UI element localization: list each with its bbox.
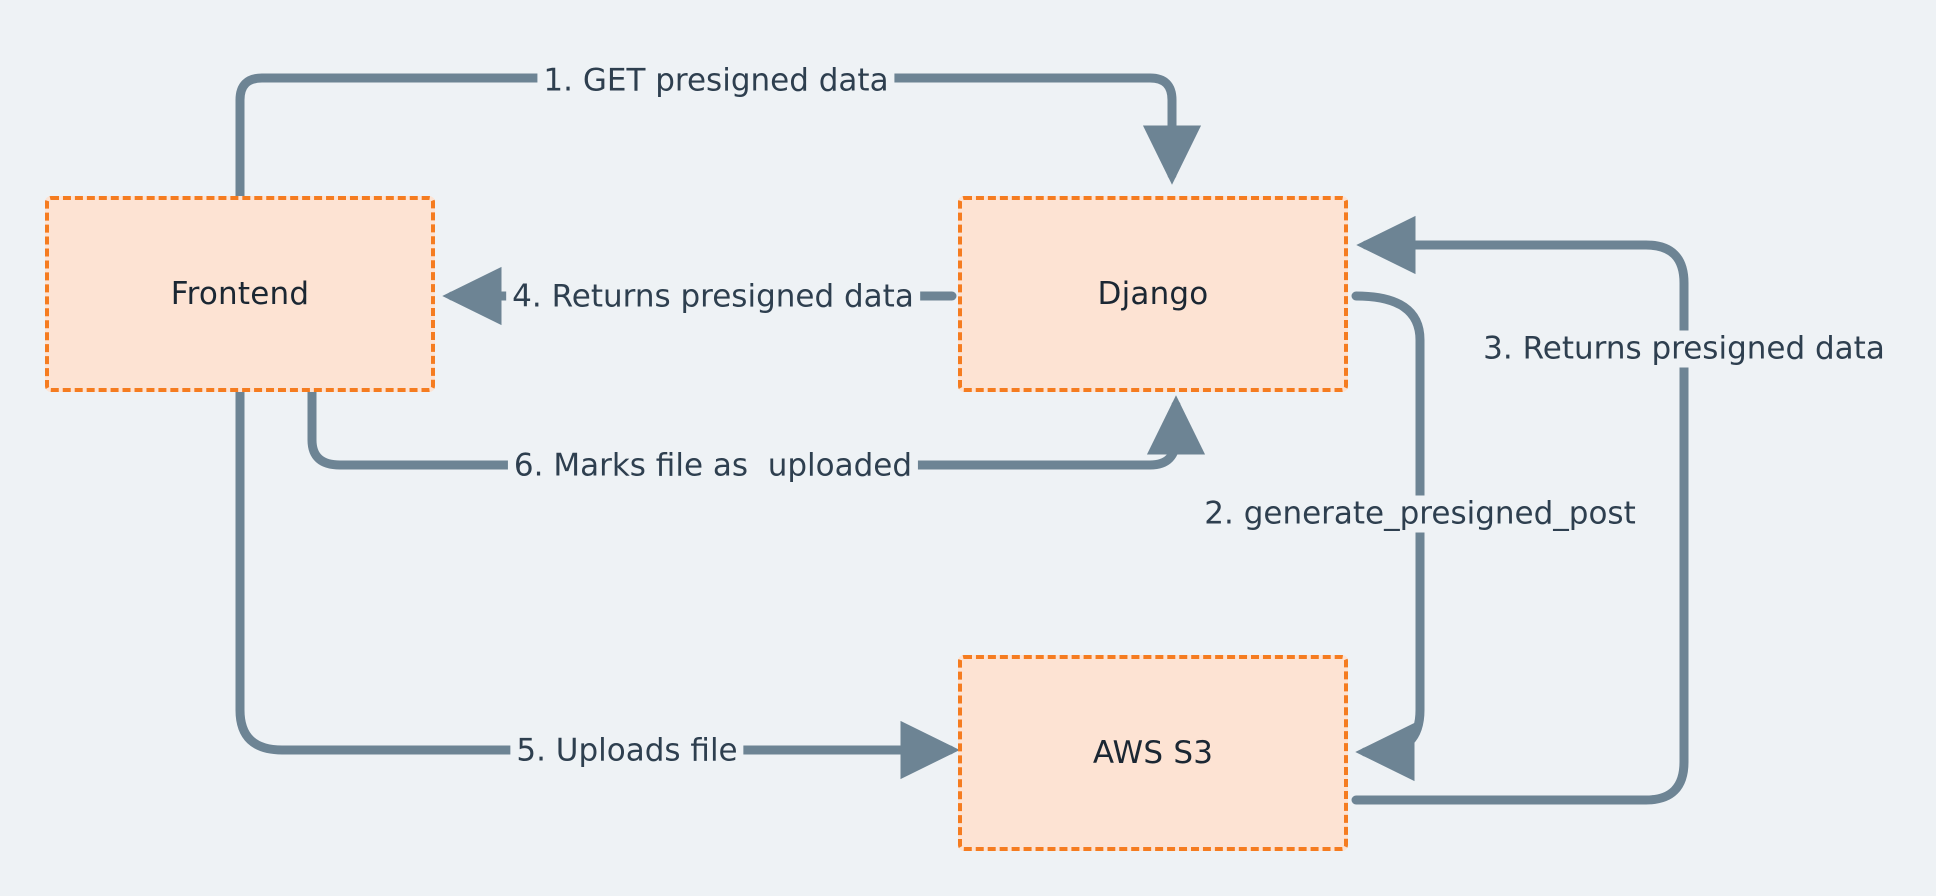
edge-label-6: 6. Marks file as uploaded <box>507 447 919 485</box>
edge-3-returns-presigned-data <box>1351 215 1689 805</box>
node-frontend[interactable]: Frontend <box>45 196 435 392</box>
edge-5-uploads-file <box>235 387 960 780</box>
edge-label-1: 1. GET presigned data <box>537 62 895 100</box>
node-aws-s3[interactable]: AWS S3 <box>958 655 1348 851</box>
node-aws-s3-label: AWS S3 <box>1092 735 1214 771</box>
edge-label-4: 4. Returns presigned data <box>506 278 920 316</box>
edge-label-5: 5. Uploads file <box>510 732 744 770</box>
node-django-label: Django <box>1097 276 1209 312</box>
node-django[interactable]: Django <box>958 196 1348 392</box>
edge-label-3: 3. Returns presigned data <box>1477 330 1891 368</box>
node-frontend-label: Frontend <box>170 276 310 312</box>
edge-label-2: 2. generate_presigned_post <box>1198 495 1642 533</box>
